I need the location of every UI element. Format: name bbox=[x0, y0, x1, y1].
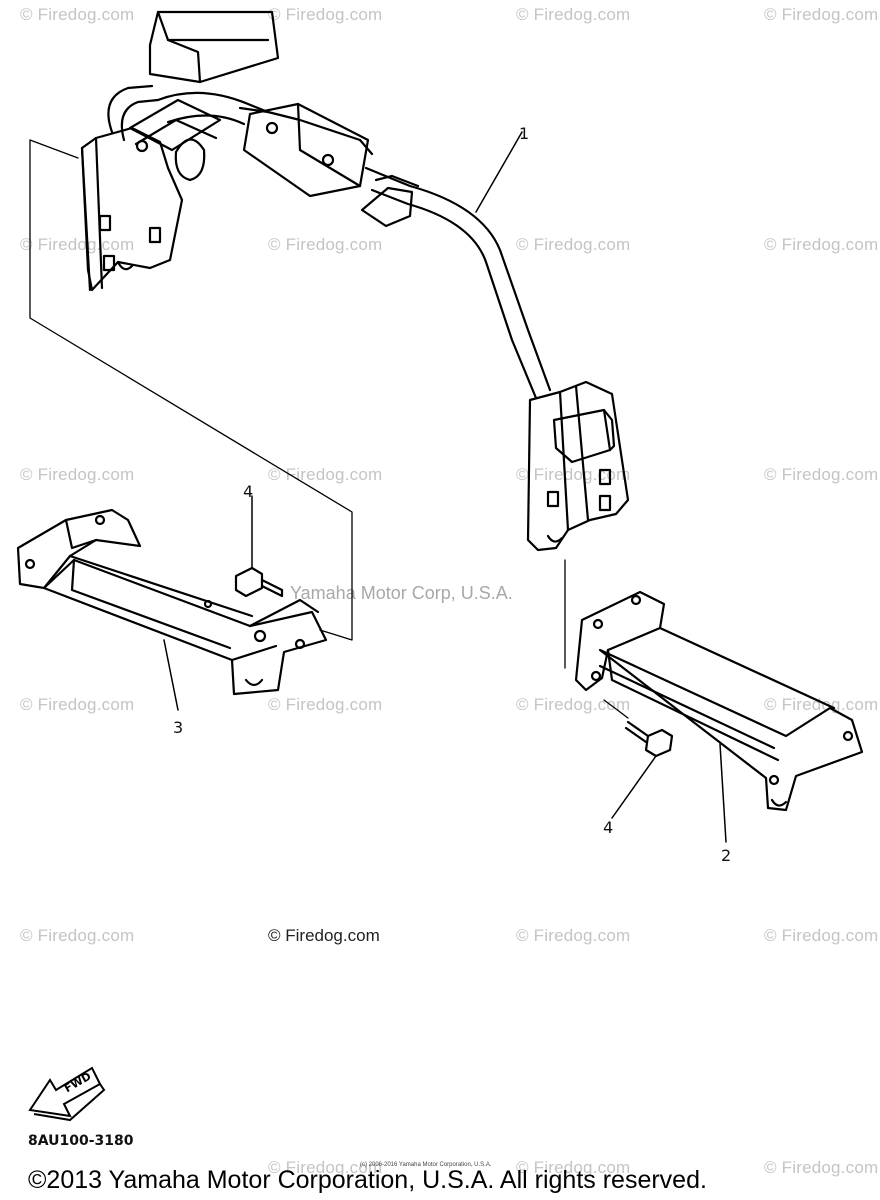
firedog-watermark: © Firedog.com bbox=[516, 1158, 631, 1177]
firedog-watermark: © Firedog.com bbox=[516, 5, 631, 24]
callout-part-3: 3 bbox=[173, 718, 184, 737]
fwd-arrow-icon bbox=[28, 1066, 106, 1122]
tiny-copyright-notice: (c) 2006-2016 Yamaha Motor Corporation, … bbox=[360, 1162, 492, 1168]
firedog-watermark: © Firedog.com bbox=[268, 1158, 383, 1177]
firedog-watermark: © Firedog.com bbox=[764, 235, 879, 254]
yamaha-watermark: Yamaha Motor Corp, U.S.A. bbox=[290, 583, 513, 603]
firedog-watermark: © Firedog.com bbox=[268, 5, 383, 24]
firedog-watermark: © Firedog.com bbox=[764, 465, 879, 484]
firedog-credit: © Firedog.com bbox=[268, 926, 380, 945]
firedog-watermark: © Firedog.com bbox=[20, 695, 135, 714]
firedog-watermark: © Firedog.com bbox=[20, 926, 135, 945]
part-4-bolt-right bbox=[611, 720, 674, 819]
copyright-footer: ©2013 Yamaha Motor Corporation, U.S.A. A… bbox=[28, 1166, 707, 1194]
firedog-watermark: © Firedog.com bbox=[516, 695, 631, 714]
part-3-lower-bracket bbox=[16, 508, 328, 696]
firedog-watermark: © Firedog.com bbox=[764, 695, 879, 714]
part-4-bolt-left bbox=[234, 495, 284, 598]
firedog-watermark: © Firedog.com bbox=[516, 235, 631, 254]
callout-part-1: 1 bbox=[519, 124, 530, 143]
firedog-watermark: © Firedog.com bbox=[268, 695, 383, 714]
firedog-watermark: © Firedog.com bbox=[20, 235, 135, 254]
part-1-bar-assembly bbox=[80, 10, 630, 552]
firedog-watermark: © Firedog.com bbox=[20, 5, 135, 24]
callout-part-4-right: 4 bbox=[603, 818, 614, 837]
firedog-watermark: © Firedog.com bbox=[268, 235, 383, 254]
diagram-part-number: 8AU100-3180 bbox=[28, 1133, 134, 1149]
callout-part-2: 2 bbox=[721, 846, 732, 865]
firedog-watermark: © Firedog.com bbox=[20, 465, 135, 484]
callout-part-4-left: 4 bbox=[243, 482, 254, 501]
firedog-watermark: © Firedog.com bbox=[764, 1158, 879, 1177]
firedog-watermark: © Firedog.com bbox=[764, 5, 879, 24]
firedog-watermark: © Firedog.com bbox=[764, 926, 879, 945]
firedog-watermark: © Firedog.com bbox=[516, 926, 631, 945]
part-2-lower-bracket bbox=[574, 590, 864, 812]
